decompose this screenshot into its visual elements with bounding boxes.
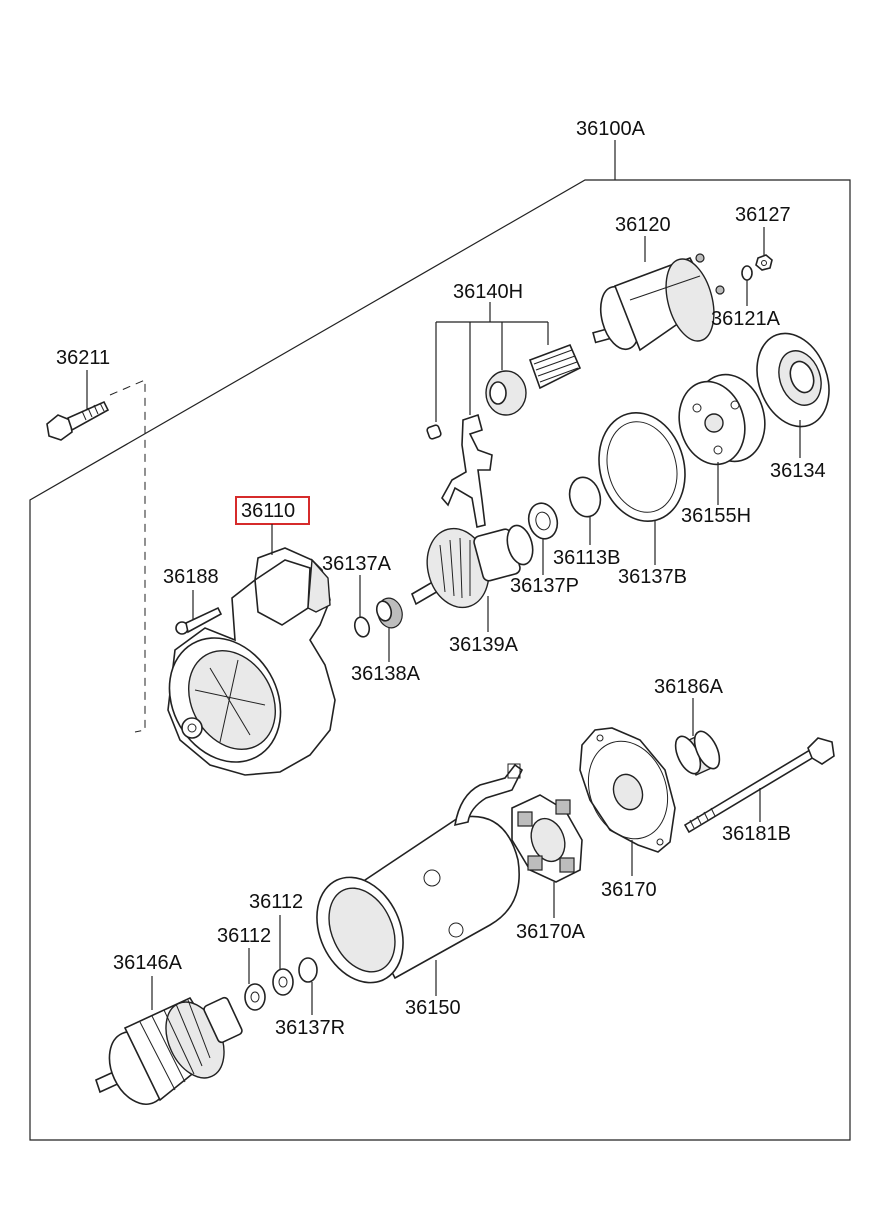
label-36112-bottom[interactable]: 36112 <box>217 925 271 947</box>
solenoid-36120[interactable] <box>592 253 725 354</box>
label-36150[interactable]: 36150 <box>405 997 461 1019</box>
label-36137R[interactable]: 36137R <box>275 1017 345 1039</box>
label-36138A[interactable]: 36138A <box>351 663 421 685</box>
label-36170A[interactable]: 36170A <box>516 921 586 943</box>
label-36110[interactable]: 36110 <box>241 500 295 522</box>
ring-36113B[interactable] <box>565 474 604 520</box>
brush-holder-36170A[interactable] <box>511 794 583 883</box>
washer-36121A[interactable] <box>741 265 753 281</box>
label-36121A[interactable]: 36121A <box>711 308 781 330</box>
armature-36146A[interactable] <box>95 993 243 1114</box>
bolt-36211[interactable] <box>46 400 110 441</box>
label-36139A[interactable]: 36139A <box>449 634 519 656</box>
washer-36137P[interactable] <box>525 500 561 542</box>
label-36127[interactable]: 36127 <box>735 204 791 226</box>
bushing-36186A[interactable] <box>670 728 724 778</box>
label-36100A[interactable]: 36100A <box>576 118 646 140</box>
end-cover-36170[interactable] <box>575 727 681 853</box>
label-36155H[interactable]: 36155H <box>681 505 751 527</box>
label-36120[interactable]: 36120 <box>615 214 671 236</box>
bolt-dash-path <box>109 379 146 733</box>
lever-kit-36140H[interactable] <box>426 343 582 528</box>
washer-36112-inner[interactable] <box>272 968 294 996</box>
label-36170[interactable]: 36170 <box>601 879 657 901</box>
label-36137A[interactable]: 36137A <box>322 553 392 575</box>
nut-36127[interactable] <box>755 254 773 271</box>
gear-36155H[interactable] <box>670 367 774 472</box>
label-36181B[interactable]: 36181B <box>722 823 791 845</box>
label-36113B[interactable]: 36113B <box>553 547 620 569</box>
label-36137B[interactable]: 36137B <box>618 566 687 588</box>
label-36146A[interactable]: 36146A <box>113 952 183 974</box>
assembly-outline <box>29 179 851 1141</box>
front-housing-36110[interactable] <box>147 547 336 782</box>
plate-36134[interactable] <box>745 323 842 436</box>
screw-36188[interactable] <box>175 606 223 635</box>
ring-36137A[interactable] <box>353 616 372 639</box>
ring-36137R[interactable] <box>298 957 318 983</box>
washer-36112-outer[interactable] <box>244 983 266 1011</box>
label-36186A[interactable]: 36186A <box>654 676 724 698</box>
through-bolt-36181B[interactable] <box>683 737 835 834</box>
ring-gear-36137B[interactable] <box>587 403 697 531</box>
label-36188[interactable]: 36188 <box>163 566 219 588</box>
clutch-36139A[interactable] <box>411 522 537 615</box>
label-36211[interactable]: 36211 <box>56 347 110 369</box>
label-36137P[interactable]: 36137P <box>510 575 579 597</box>
yoke-36150[interactable] <box>301 763 524 997</box>
label-36134[interactable]: 36134 <box>770 460 826 482</box>
bushing-36138A[interactable] <box>375 595 406 630</box>
label-36140H[interactable]: 36140H <box>453 281 523 303</box>
label-36112-top[interactable]: 36112 <box>249 891 303 913</box>
